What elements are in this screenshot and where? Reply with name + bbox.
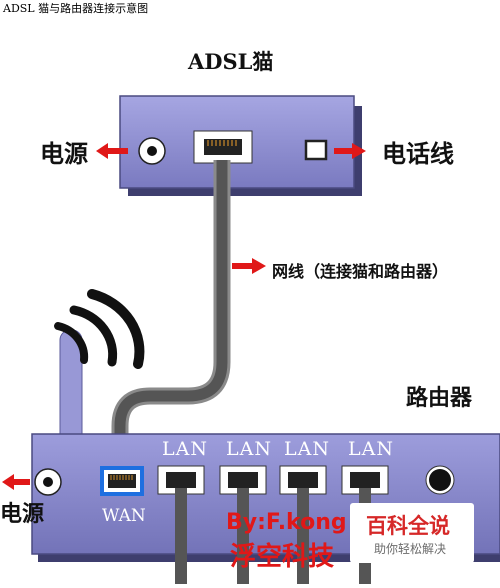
arrow-left-router-power-icon bbox=[2, 474, 30, 490]
modem-title: ADSL猫 bbox=[188, 49, 274, 74]
router-lan-port-3 bbox=[279, 465, 327, 495]
lan-port-label: LAN bbox=[226, 438, 272, 460]
wan-port-label: WAN bbox=[102, 506, 146, 526]
cable-label: 网线（连接猫和路由器） bbox=[272, 262, 449, 281]
watermark-slogan: 助你轻松解决 bbox=[374, 542, 447, 556]
lan-port-label: LAN bbox=[162, 438, 208, 460]
router-title: 路由器 bbox=[406, 385, 473, 411]
lan-port-label: LAN bbox=[284, 438, 330, 460]
author-credit: By:F.kong bbox=[226, 510, 347, 535]
watermark-badge bbox=[350, 503, 474, 563]
watermark-name: 百科全说 bbox=[366, 514, 450, 538]
diagram-title: ADSL 猫与路由器连接示意图 bbox=[3, 2, 149, 15]
network-cable bbox=[111, 160, 231, 478]
modem-power-jack-icon bbox=[138, 137, 166, 165]
arrow-right-cable-label-icon bbox=[232, 258, 266, 274]
author-credit-cn: 浮空科技 bbox=[230, 542, 335, 572]
arrow-right-phone-icon bbox=[334, 143, 366, 159]
arrow-left-modem-power-icon bbox=[96, 143, 128, 159]
modem-ethernet-port bbox=[193, 130, 253, 164]
wifi-signal-icon bbox=[54, 289, 145, 369]
lan-port-label: LAN bbox=[348, 438, 394, 460]
modem-phone-port bbox=[304, 139, 328, 161]
phone-line-label: 电话线 bbox=[382, 139, 454, 168]
router-lan-port-1 bbox=[157, 465, 205, 495]
modem-power-label: 电源 bbox=[40, 139, 88, 168]
router-reset-button-icon bbox=[425, 465, 455, 495]
router-wan-port bbox=[100, 466, 144, 496]
router-power-label: 电源 bbox=[0, 501, 45, 527]
router-power-jack-icon bbox=[34, 468, 62, 496]
